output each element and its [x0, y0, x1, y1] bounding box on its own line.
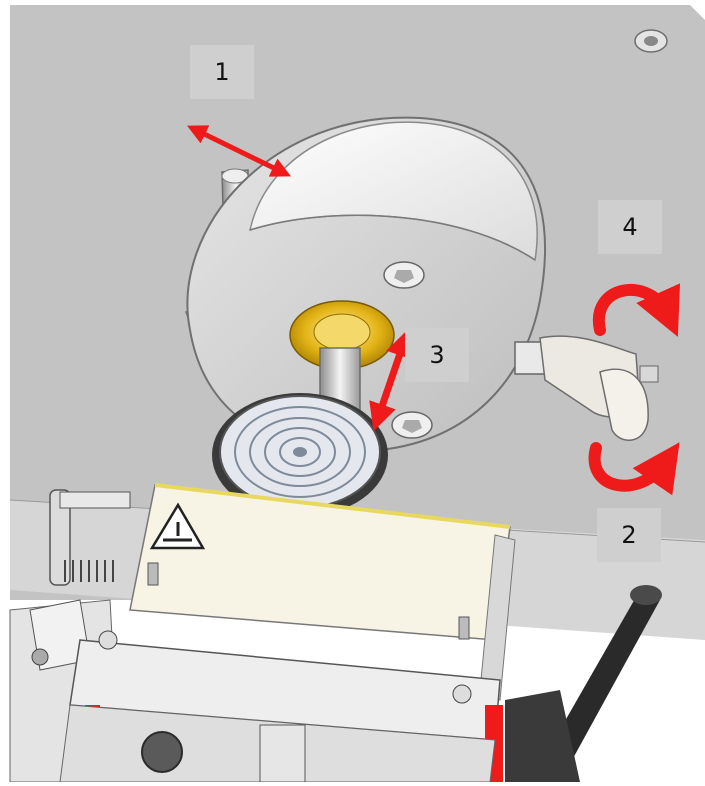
work-table	[129, 483, 516, 701]
adjustment-knob	[514, 335, 659, 441]
arrow-2-rotate	[588, 442, 680, 496]
arrow-3-double	[369, 328, 413, 432]
callout-label-1: 1	[190, 45, 254, 99]
arrow-4-rotate	[592, 283, 680, 337]
arrow-1-double	[187, 125, 291, 177]
grinding-disc	[212, 393, 388, 517]
panel-screw	[634, 29, 668, 53]
table-lever	[505, 585, 662, 782]
hand-crush-warning-icon	[149, 502, 206, 550]
callout-label-2: 2	[597, 508, 661, 562]
callout-label-3: 3	[405, 328, 469, 382]
spindle-collar	[289, 300, 395, 370]
table-clamp	[49, 489, 131, 586]
callout-label-4: 4	[598, 200, 662, 254]
drum-screw-lower	[391, 411, 433, 439]
machine-base	[9, 599, 503, 783]
drum-screw-upper	[383, 261, 425, 289]
